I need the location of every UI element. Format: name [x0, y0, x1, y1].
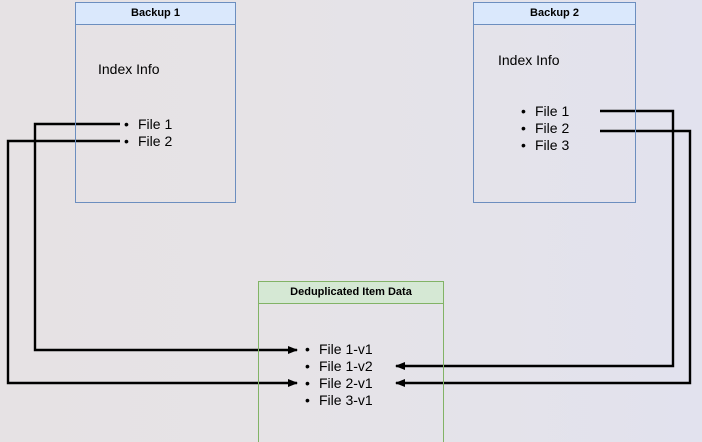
node-backup-1-subtitle: Index Info [98, 61, 160, 77]
node-backup-2-subtitle: Index Info [498, 52, 560, 68]
list-item: File 1-v1 [305, 341, 373, 358]
list-item: File 2 [124, 133, 172, 150]
node-backup-2[interactable]: Backup 2 [473, 2, 636, 203]
node-backup-1-file-list: File 1 File 2 [124, 116, 172, 150]
node-deduplicated-item-data-header: Deduplicated Item Data [259, 282, 443, 304]
list-item: File 2-v1 [305, 375, 373, 392]
edge-backup2-file1-to-dedup-file1v2 [395, 109, 675, 370]
list-item: File 3-v1 [305, 392, 373, 409]
node-backup-1-header: Backup 1 [76, 3, 235, 25]
node-backup-2-file-list: File 1 File 2 File 3 [521, 103, 569, 154]
list-item: File 2 [521, 120, 569, 137]
node-backup-2-header: Backup 2 [474, 3, 635, 25]
edge-backup1-file1-to-dedup-file1v1 [33, 122, 298, 354]
node-deduplicated-item-data[interactable]: Deduplicated Item Data [258, 281, 444, 442]
edge-backup1-file2-to-dedux-file2v1 [6, 139, 298, 387]
node-backup-1[interactable]: Backup 1 [75, 2, 236, 203]
edge-backup2-file2-to-dedup-file2v1 [395, 129, 692, 387]
list-item: File 1-v2 [305, 358, 373, 375]
list-item: File 1 [124, 116, 172, 133]
list-item: File 3 [521, 137, 569, 154]
list-item: File 1 [521, 103, 569, 120]
node-deduplicated-item-data-file-list: File 1-v1 File 1-v2 File 2-v1 File 3-v1 [305, 341, 373, 409]
